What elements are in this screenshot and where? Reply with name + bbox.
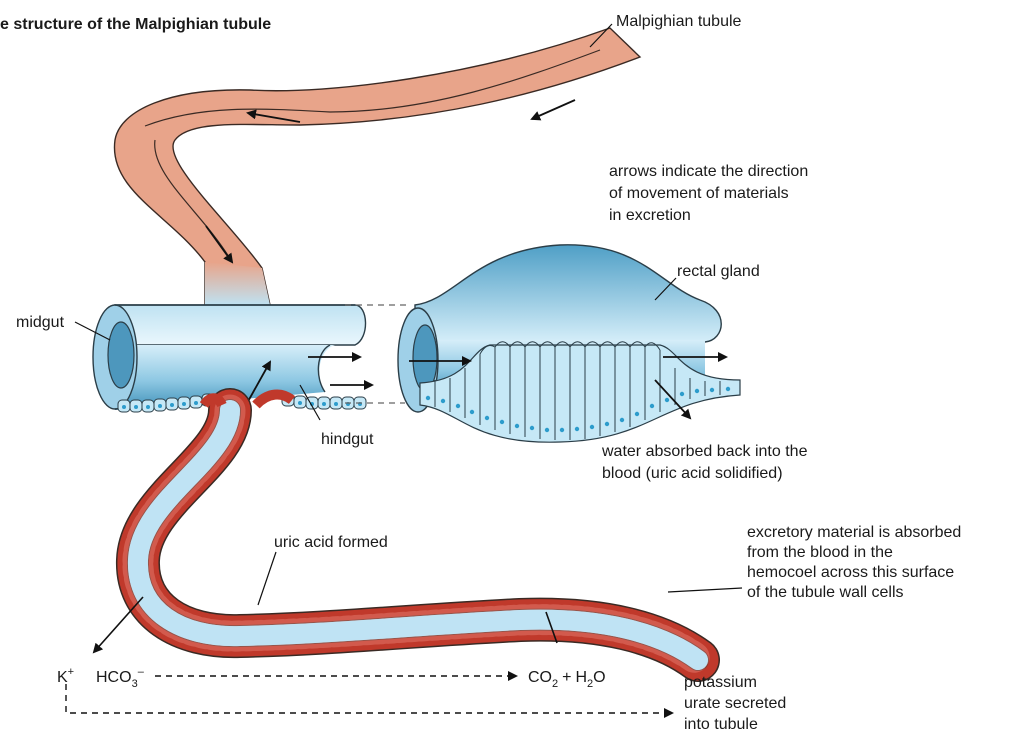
label-malpighian-tubule: Malpighian tubule xyxy=(616,13,742,30)
h2o-h: H xyxy=(575,669,587,686)
hco-symbol: HCO xyxy=(96,669,132,686)
co2-symbol: CO xyxy=(528,669,552,686)
label-arrows-note-line1: arrows indicate the direction xyxy=(609,163,808,180)
label-water-absorbed: water absorbed back into the blood (uric… xyxy=(601,443,812,482)
plus-sign: + xyxy=(562,669,571,686)
h2o-o: O xyxy=(593,669,605,686)
formula-co2-h2o: CO2+H2O xyxy=(528,669,606,690)
label-arrows-note: arrows indicate the direction of movemen… xyxy=(609,163,813,224)
hco-charge: – xyxy=(138,666,145,678)
label-excretory-line4: of the tubule wall cells xyxy=(747,584,904,601)
label-potassium-line2: urate secreted xyxy=(684,695,786,712)
label-potassium-line1: potassium xyxy=(684,674,757,691)
label-hindgut: hindgut xyxy=(321,431,374,448)
label-excretory-line1: excretory material is absorbed xyxy=(747,524,961,541)
co2-subscript: 2 xyxy=(552,678,558,690)
label-uric-acid: uric acid formed xyxy=(274,534,388,551)
label-potassium: potassium urate secreted into tubule xyxy=(684,674,791,733)
label-excretory-line3: hemocoel across this surface xyxy=(747,564,954,581)
label-rectal-gland: rectal gland xyxy=(677,263,760,280)
label-excretory: excretory material is absorbed from the … xyxy=(747,524,966,601)
label-water-absorbed-line1: water absorbed back into the xyxy=(601,443,808,460)
diagram-title: e structure of the Malpighian tubule xyxy=(0,16,271,33)
hco-subscript: 3 xyxy=(132,678,138,690)
label-arrows-note-line2: of movement of materials xyxy=(609,185,789,202)
k-symbol: K xyxy=(57,669,68,686)
label-arrows-note-line3: in excretion xyxy=(609,207,691,224)
k-charge: + xyxy=(68,666,74,678)
label-water-absorbed-line2: blood (uric acid solidified) xyxy=(602,465,783,482)
label-potassium-line3: into tubule xyxy=(684,716,758,733)
formula-bicarbonate: HCO3– xyxy=(96,666,145,690)
label-excretory-line2: from the blood in the xyxy=(747,544,893,561)
formula-potassium-ion: K+ xyxy=(57,666,74,686)
label-midgut: midgut xyxy=(16,314,65,331)
